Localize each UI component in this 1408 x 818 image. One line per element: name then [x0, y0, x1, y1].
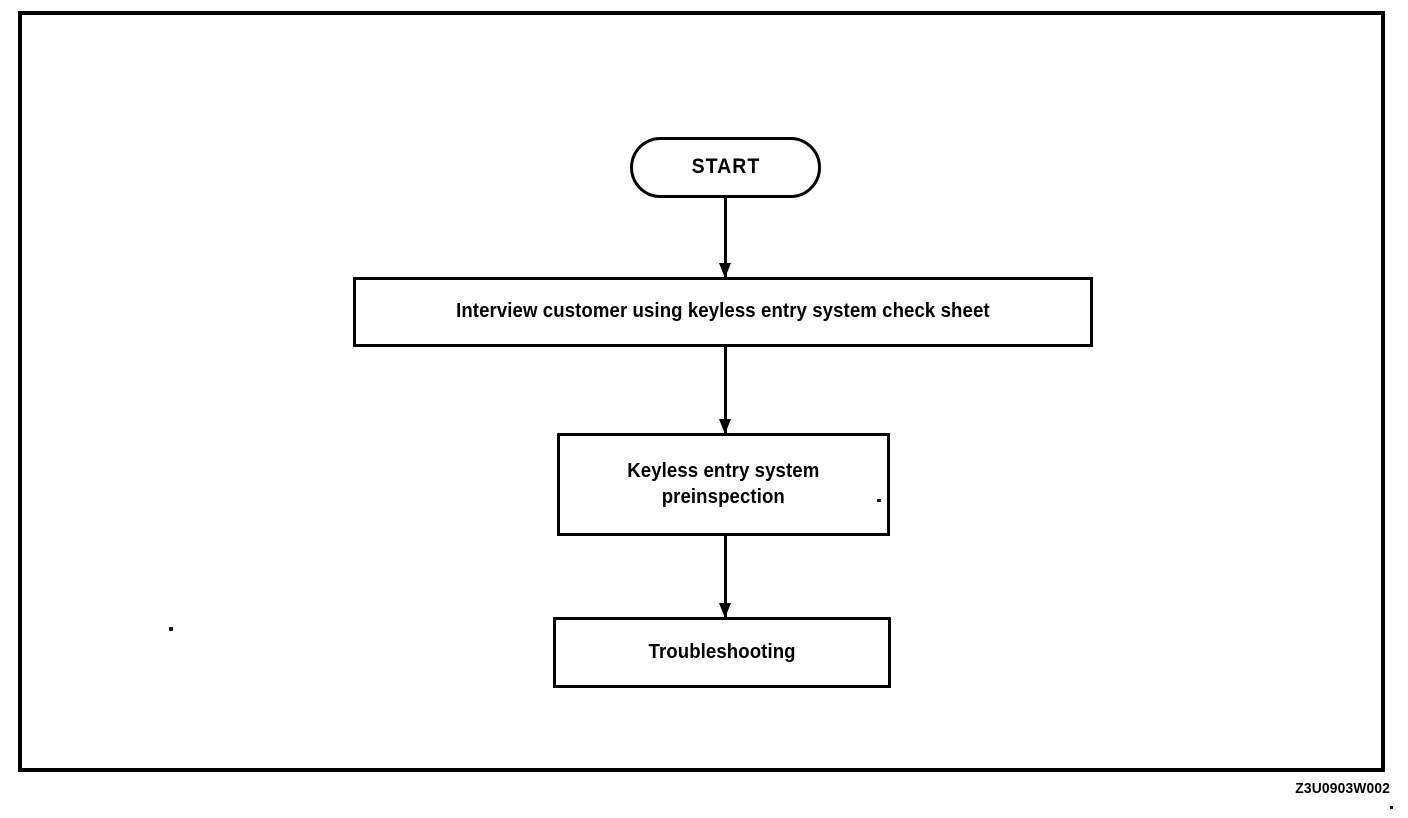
flow-node-interview-customer: Interview customer using keyless entry s… — [353, 277, 1093, 347]
flow-node-troubleshooting: Troubleshooting — [553, 617, 891, 688]
scan-artifact-speck — [169, 627, 173, 631]
edge-line — [724, 347, 727, 433]
edge-line — [724, 536, 727, 617]
figure-border: START Interview customer using keyless e… — [18, 11, 1385, 772]
flow-node-keyless-entry-preinspection-label: Keyless entry system preinspection — [627, 459, 820, 508]
flow-edge-start-to-interview — [719, 198, 731, 278]
arrowhead-down-icon — [719, 419, 731, 434]
flow-edge-interview-to-preinspection — [719, 347, 731, 434]
flow-node-start: START — [630, 137, 821, 198]
flow-node-troubleshooting-label: Troubleshooting — [648, 640, 796, 663]
arrowhead-down-icon — [719, 263, 731, 278]
scan-artifact-speck — [1390, 806, 1393, 809]
flow-node-interview-customer-label: Interview customer using keyless entry s… — [456, 300, 990, 323]
arrowhead-down-icon — [719, 603, 731, 618]
flow-node-start-label: START — [691, 155, 760, 179]
flow-edge-preinspection-to-troubleshooting — [719, 536, 731, 618]
figure-reference-code: Z3U0903W002 — [1295, 780, 1390, 797]
edge-line — [724, 198, 727, 277]
flow-node-keyless-entry-preinspection: Keyless entry system preinspection — [557, 433, 890, 536]
scan-artifact-speck — [877, 499, 881, 502]
